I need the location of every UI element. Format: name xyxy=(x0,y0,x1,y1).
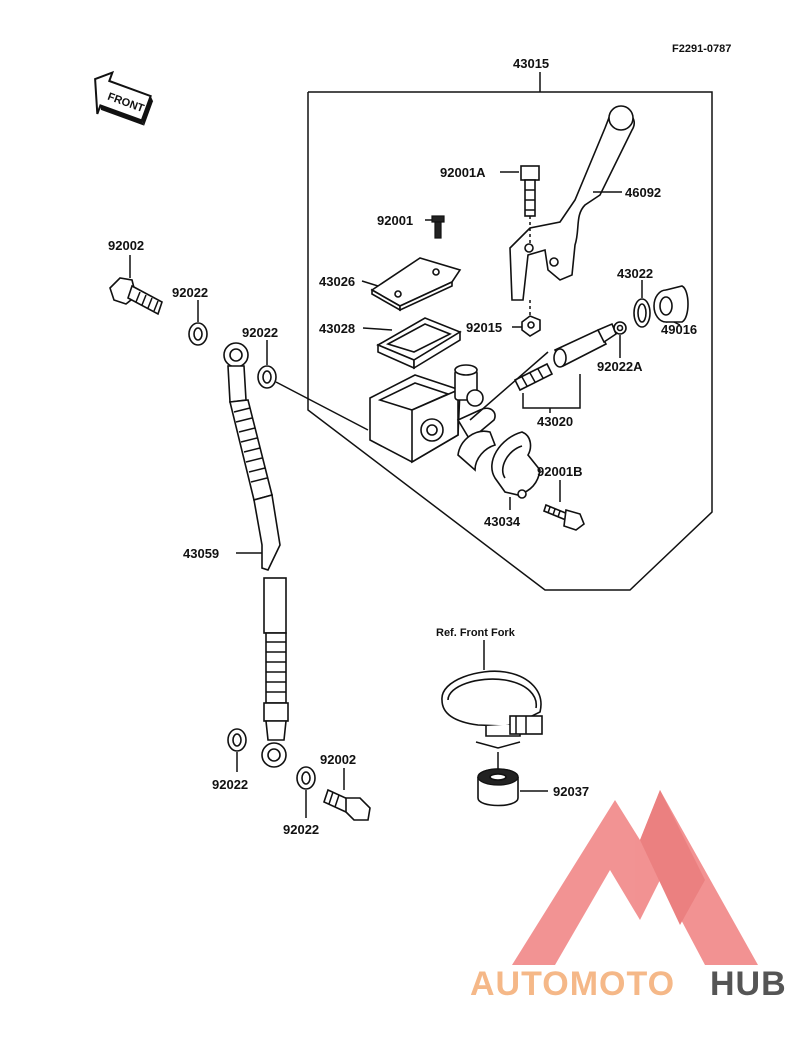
handlebar-clamp xyxy=(457,430,541,499)
dust-boot xyxy=(653,285,689,323)
washer-a xyxy=(188,322,208,346)
diagram-code: F2291-0787 xyxy=(672,43,731,55)
piston xyxy=(513,321,627,392)
label-92001A: 92001A xyxy=(440,165,486,180)
label-92002-lower: 92002 xyxy=(320,752,356,767)
fork-clamp-band xyxy=(441,670,543,749)
cap-screw xyxy=(431,215,445,239)
label-92037: 92037 xyxy=(553,784,589,799)
label-92002-upper: 92002 xyxy=(108,238,144,253)
washer-d xyxy=(296,766,316,790)
watermark-text-hub: HUB xyxy=(710,965,787,1003)
label-92022-c: 92022 xyxy=(212,777,248,792)
watermark-text-automoto: AUTOMOTO xyxy=(470,965,675,1003)
brake-hose xyxy=(223,342,289,768)
label-ref-front-fork: Ref. Front Fork xyxy=(436,627,516,639)
reservoir-cap xyxy=(370,257,462,312)
label-43015: 43015 xyxy=(513,56,549,71)
label-92001B: 92001B xyxy=(537,464,583,479)
diaphragm xyxy=(376,317,462,370)
label-43059: 43059 xyxy=(183,546,219,561)
piston-ring xyxy=(633,298,651,328)
label-46092: 46092 xyxy=(625,185,661,200)
label-43034: 43034 xyxy=(484,514,521,529)
label-43020: 43020 xyxy=(537,414,573,429)
label-43026: 43026 xyxy=(319,274,355,289)
washer-c xyxy=(227,728,247,752)
label-92022-a: 92022 xyxy=(172,285,208,300)
label-92022-d: 92022 xyxy=(283,822,319,837)
banjo-bolt-lower xyxy=(323,788,371,821)
label-43022: 43022 xyxy=(617,266,653,281)
lever-nut xyxy=(521,300,541,337)
label-92001: 92001 xyxy=(377,213,413,228)
label-92022-b: 92022 xyxy=(242,325,278,340)
grommet xyxy=(477,752,519,807)
watermark-logo xyxy=(512,790,758,965)
label-92022A: 92022A xyxy=(597,359,643,374)
label-49016: 49016 xyxy=(661,322,697,337)
label-43028: 43028 xyxy=(319,321,355,336)
banjo-bolt-upper xyxy=(109,277,163,316)
clamp-bolt xyxy=(543,503,585,531)
front-arrow-icon: FRONT xyxy=(94,70,154,126)
label-92015: 92015 xyxy=(466,320,502,335)
lever-bolt xyxy=(520,165,540,245)
washer-b xyxy=(257,365,277,389)
assembly-outline xyxy=(307,91,713,591)
brake-lever xyxy=(509,105,635,301)
master-cylinder-body xyxy=(369,364,496,464)
